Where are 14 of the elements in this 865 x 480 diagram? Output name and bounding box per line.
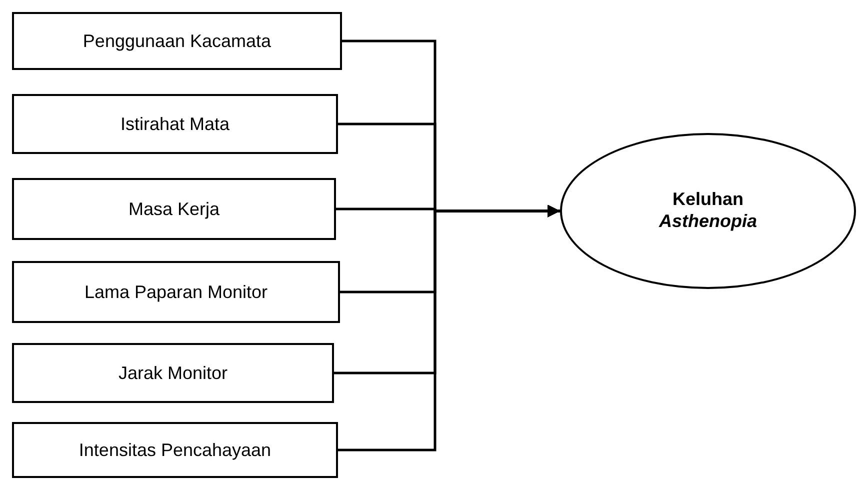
factor-box — [12, 422, 338, 478]
node-label: Keluhan Asthenopia — [658, 189, 758, 233]
factor-box — [12, 178, 336, 240]
node-label: Jarak Monitor — [118, 362, 228, 384]
node-label: Masa Kerja — [128, 198, 220, 220]
factor-box — [12, 343, 334, 403]
factor-box — [12, 12, 342, 70]
node-label: Lama Paparan Monitor — [84, 282, 268, 302]
node-label: Intensitas Pencahayaan — [78, 440, 272, 460]
factor-box — [12, 261, 340, 323]
node-label: Istirahat Mata — [120, 114, 230, 134]
connector-arrow — [338, 204, 560, 452]
node-label: Penggunaan Kacamata — [82, 30, 272, 52]
factor-box — [12, 94, 338, 154]
